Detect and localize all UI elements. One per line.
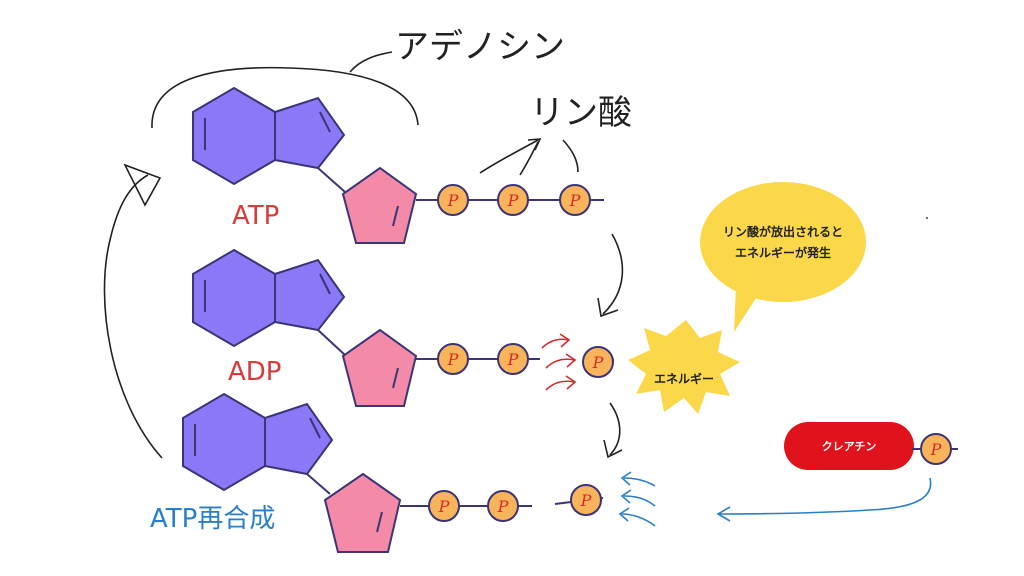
resynthesis-molecule: P P P bbox=[182, 392, 604, 553]
adp-label: ADP bbox=[228, 357, 282, 387]
resynth-phosphate-2: P bbox=[487, 490, 519, 522]
adenosine-bracket bbox=[151, 66, 419, 129]
resynth-sugar-pentagon bbox=[323, 472, 402, 553]
arrow-atp-to-adp bbox=[602, 233, 624, 315]
creatine-label: クレアチン bbox=[822, 440, 877, 453]
adp-base-pentagon bbox=[274, 258, 346, 332]
creatine-phosphate: クレアチン P bbox=[784, 422, 958, 470]
p-label: P bbox=[447, 191, 459, 210]
adenosine-label: アデノシン bbox=[395, 27, 565, 67]
bubble-line-2: エネルギーが発生 bbox=[735, 245, 831, 260]
arrow-cycle-back bbox=[103, 174, 163, 459]
release-arrows bbox=[541, 333, 577, 391]
p-label: P bbox=[580, 491, 592, 510]
phosphate-label: リン酸 bbox=[530, 93, 632, 133]
speech-bubble: リン酸が放出されると エネルギーが発生 bbox=[700, 182, 866, 332]
adp-molecule: P P P bbox=[192, 248, 614, 407]
adp-sugar-pentagon bbox=[341, 328, 418, 407]
atp-base-pentagon bbox=[274, 96, 346, 170]
energy-label: エネルギー bbox=[654, 371, 714, 386]
resynthesis-label: ATP再合成 bbox=[150, 504, 275, 534]
creatine-bound-phosphate: P bbox=[920, 433, 952, 465]
creatine-pill bbox=[784, 422, 914, 470]
p-label: P bbox=[447, 350, 459, 369]
bubble-line-1: リン酸が放出されると bbox=[723, 224, 843, 239]
atp-phosphate-3: P bbox=[559, 184, 591, 216]
p-label: P bbox=[569, 191, 581, 210]
arrow-cycle-head bbox=[123, 163, 162, 207]
atp-phosphate-1: P bbox=[437, 184, 469, 216]
p-label: P bbox=[592, 353, 604, 372]
adp-phosphate-2: P bbox=[497, 343, 529, 375]
atp-label: ATP bbox=[232, 201, 279, 231]
p-label: P bbox=[497, 497, 509, 516]
arrow-adp-to-resynthesis bbox=[609, 402, 621, 456]
atp-molecule: P P P bbox=[192, 86, 604, 244]
released-phosphate: P bbox=[582, 346, 614, 378]
arrow-creatine-to-resynthesis bbox=[719, 477, 932, 515]
atp-sugar-pentagon bbox=[341, 166, 418, 244]
resynth-base-pentagon bbox=[264, 402, 334, 476]
p-label: P bbox=[507, 350, 519, 369]
p-label: P bbox=[507, 191, 519, 210]
incoming-phosphate: P bbox=[570, 484, 602, 516]
p-label: P bbox=[438, 497, 450, 516]
resynth-phosphate-1: P bbox=[428, 490, 460, 522]
p-label: P bbox=[930, 440, 942, 459]
atp-phosphate-2: P bbox=[497, 184, 529, 216]
adp-phosphate-1: P bbox=[437, 343, 469, 375]
resynthesis-arrows bbox=[618, 471, 656, 527]
energy-burst bbox=[628, 320, 740, 414]
